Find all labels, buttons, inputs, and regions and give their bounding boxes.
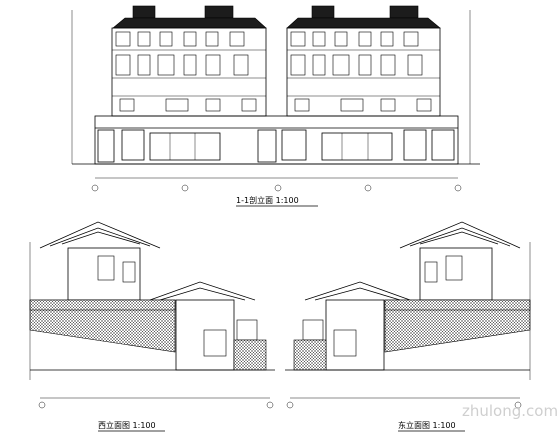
west-title: 西立面图 1:100	[98, 420, 156, 430]
section-title: 1-1剖立面 1:100	[236, 195, 299, 205]
section-elevation: 1-1剖立面 1:100	[71, 5, 480, 207]
west-elevation: 西立面图 1:100	[29, 221, 275, 432]
east-elevation: 东立面图 1:100	[285, 221, 531, 432]
east-title: 东立面图 1:100	[398, 420, 456, 430]
watermark: zhulong.com	[462, 402, 558, 420]
